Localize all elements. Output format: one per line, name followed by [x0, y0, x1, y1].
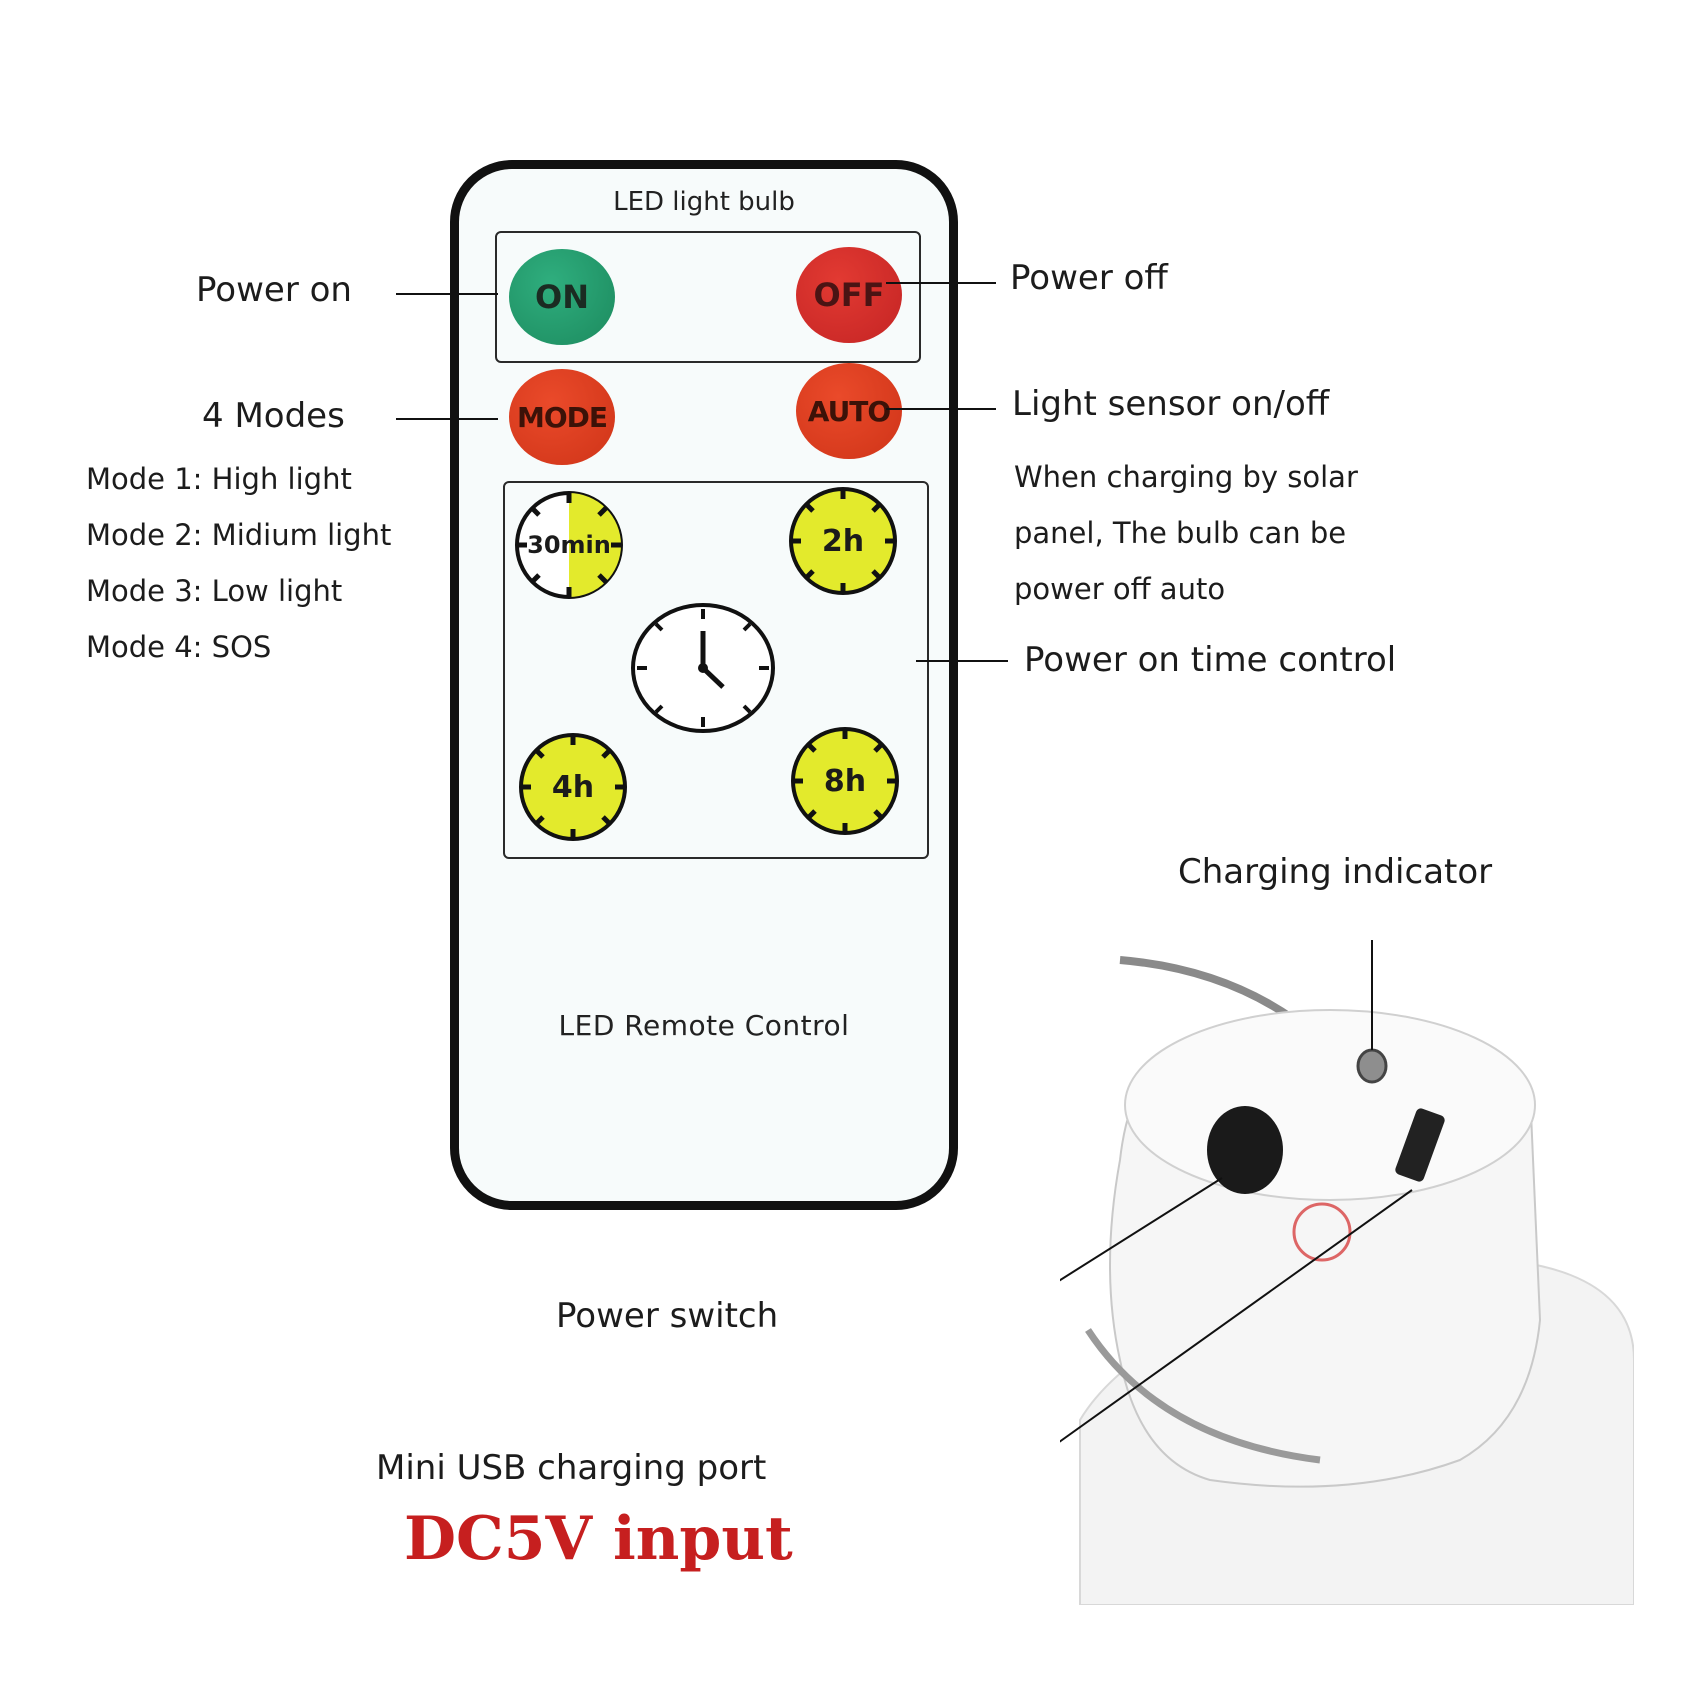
- half-clock-icon: [515, 491, 623, 599]
- power-on-leader: [396, 293, 498, 295]
- remote-bottom-label: LED Remote Control: [558, 1009, 850, 1042]
- light-sensor-desc-2: panel, The bulb can be: [1014, 516, 1347, 550]
- on-button[interactable]: ON: [509, 249, 615, 345]
- time-control-leader: [916, 660, 1008, 662]
- timer-label: 2h: [821, 523, 865, 559]
- power-switch-label: Power switch: [556, 1296, 779, 1336]
- mode-1-text: Mode 1: High light: [86, 462, 352, 496]
- mode-4-text: Mode 4: SOS: [86, 630, 272, 664]
- timer-label: 8h: [823, 763, 867, 799]
- remote-top-label: LED light bulb: [613, 187, 795, 217]
- timer-4h-button[interactable]: 4h: [517, 731, 629, 843]
- four-modes-leader: [396, 418, 498, 420]
- power-on-label: Power on: [196, 270, 352, 310]
- power-off-label: Power off: [1010, 258, 1168, 298]
- clock-icon: [631, 603, 775, 733]
- light-sensor-desc-1: When charging by solar: [1014, 460, 1358, 494]
- mode-button[interactable]: MODE: [509, 369, 615, 465]
- power-panel: [495, 231, 921, 363]
- usb-port-label: Mini USB charging port: [376, 1448, 767, 1488]
- light-sensor-leader: [886, 408, 996, 410]
- timer-label: 4h: [551, 769, 595, 805]
- dc-input-label: DC5V input: [404, 1504, 793, 1574]
- charging-indicator-label: Charging indicator: [1178, 852, 1493, 892]
- time-control-label: Power on time control: [1024, 640, 1397, 680]
- mode-3-text: Mode 3: Low light: [86, 574, 343, 608]
- timer-2h-button[interactable]: 2h: [787, 485, 899, 597]
- light-sensor-label: Light sensor on/off: [1012, 384, 1330, 424]
- timer-label: 30min: [527, 531, 611, 559]
- remote-control: LED light bulb ON OFF MODE AUTO 30min: [450, 160, 958, 1210]
- off-button[interactable]: OFF: [796, 247, 902, 343]
- clock-dial-icon: [791, 727, 899, 835]
- power-switch: [1207, 1106, 1283, 1194]
- auto-button[interactable]: AUTO: [796, 363, 902, 459]
- four-modes-label: 4 Modes: [202, 396, 345, 436]
- clock-dial-icon: [789, 487, 897, 595]
- mode-2-text: Mode 2: Midium light: [86, 518, 392, 552]
- clock-dial-icon: [519, 733, 627, 841]
- timer-panel: [503, 481, 929, 859]
- timer-30min-button[interactable]: 30min: [513, 489, 625, 601]
- light-sensor-desc-3: power off auto: [1014, 572, 1226, 606]
- timer-8h-button[interactable]: 8h: [789, 725, 901, 837]
- bulb-base-photo: [1060, 940, 1634, 1605]
- power-off-leader: [886, 282, 996, 284]
